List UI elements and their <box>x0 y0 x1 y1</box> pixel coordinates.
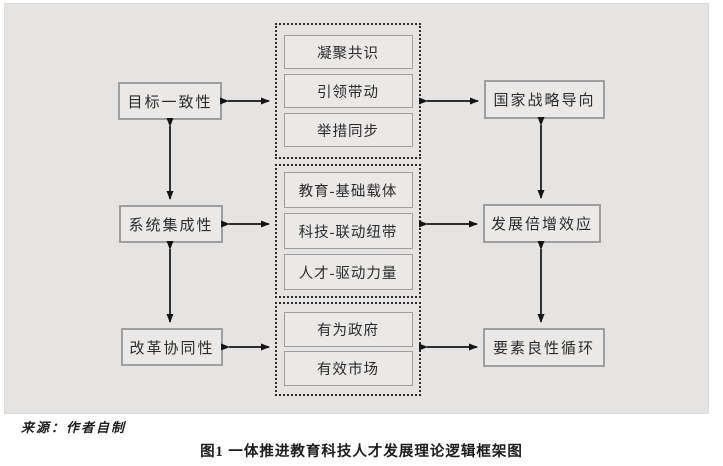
node-multiplier-effect: 发展倍增效应 <box>483 204 601 243</box>
node-talent-driver: 人才-驱动力量 <box>283 254 413 290</box>
node-label: 凝聚共识 <box>317 45 379 62</box>
node-label: 要素良性循环 <box>492 341 595 357</box>
node-label: 科技-联动纽带 <box>298 224 398 241</box>
node-label: 有效市场 <box>317 362 379 378</box>
node-synchronized-measures: 举措同步 <box>283 113 413 147</box>
node-technology-link: 科技-联动纽带 <box>283 213 413 249</box>
node-label: 国家战略导向 <box>493 93 596 109</box>
node-national-strategy: 国家战略导向 <box>484 80 605 119</box>
node-system-integration: 系统集成性 <box>119 205 223 243</box>
node-reform-synergy: 改革协同性 <box>121 328 223 366</box>
node-goal-consistency: 目标一致性 <box>118 82 222 120</box>
node-label: 发展倍增效应 <box>490 217 593 233</box>
node-label: 系统集成性 <box>128 217 214 234</box>
node-proactive-government: 有为政府 <box>283 312 413 347</box>
node-factor-circulation: 要素良性循环 <box>483 328 605 367</box>
node-education-carrier: 教育-基础载体 <box>283 172 413 208</box>
node-label: 引领带动 <box>317 84 379 101</box>
group-elements: 教育-基础载体 科技-联动纽带 人才-驱动力量 <box>275 164 421 298</box>
node-effective-market: 有效市场 <box>283 351 413 386</box>
node-label: 目标一致性 <box>127 94 213 111</box>
figure-caption: 图1 一体推进教育科技人才发展理论逻辑框架图 <box>200 444 523 460</box>
node-label: 教育-基础载体 <box>298 183 398 200</box>
group-gov-market: 有为政府 有效市场 <box>275 302 421 396</box>
node-label: 改革协同性 <box>129 340 215 357</box>
group-consensus: 凝聚共识 引领带动 举措同步 <box>275 23 421 159</box>
node-lead-drive: 引领带动 <box>283 74 413 108</box>
node-build-consensus: 凝聚共识 <box>283 35 413 69</box>
source-note: 来源：作者自制 <box>21 420 127 435</box>
node-label: 有为政府 <box>317 323 379 339</box>
node-label: 人才-驱动力量 <box>298 265 398 282</box>
node-label: 举措同步 <box>317 123 379 140</box>
